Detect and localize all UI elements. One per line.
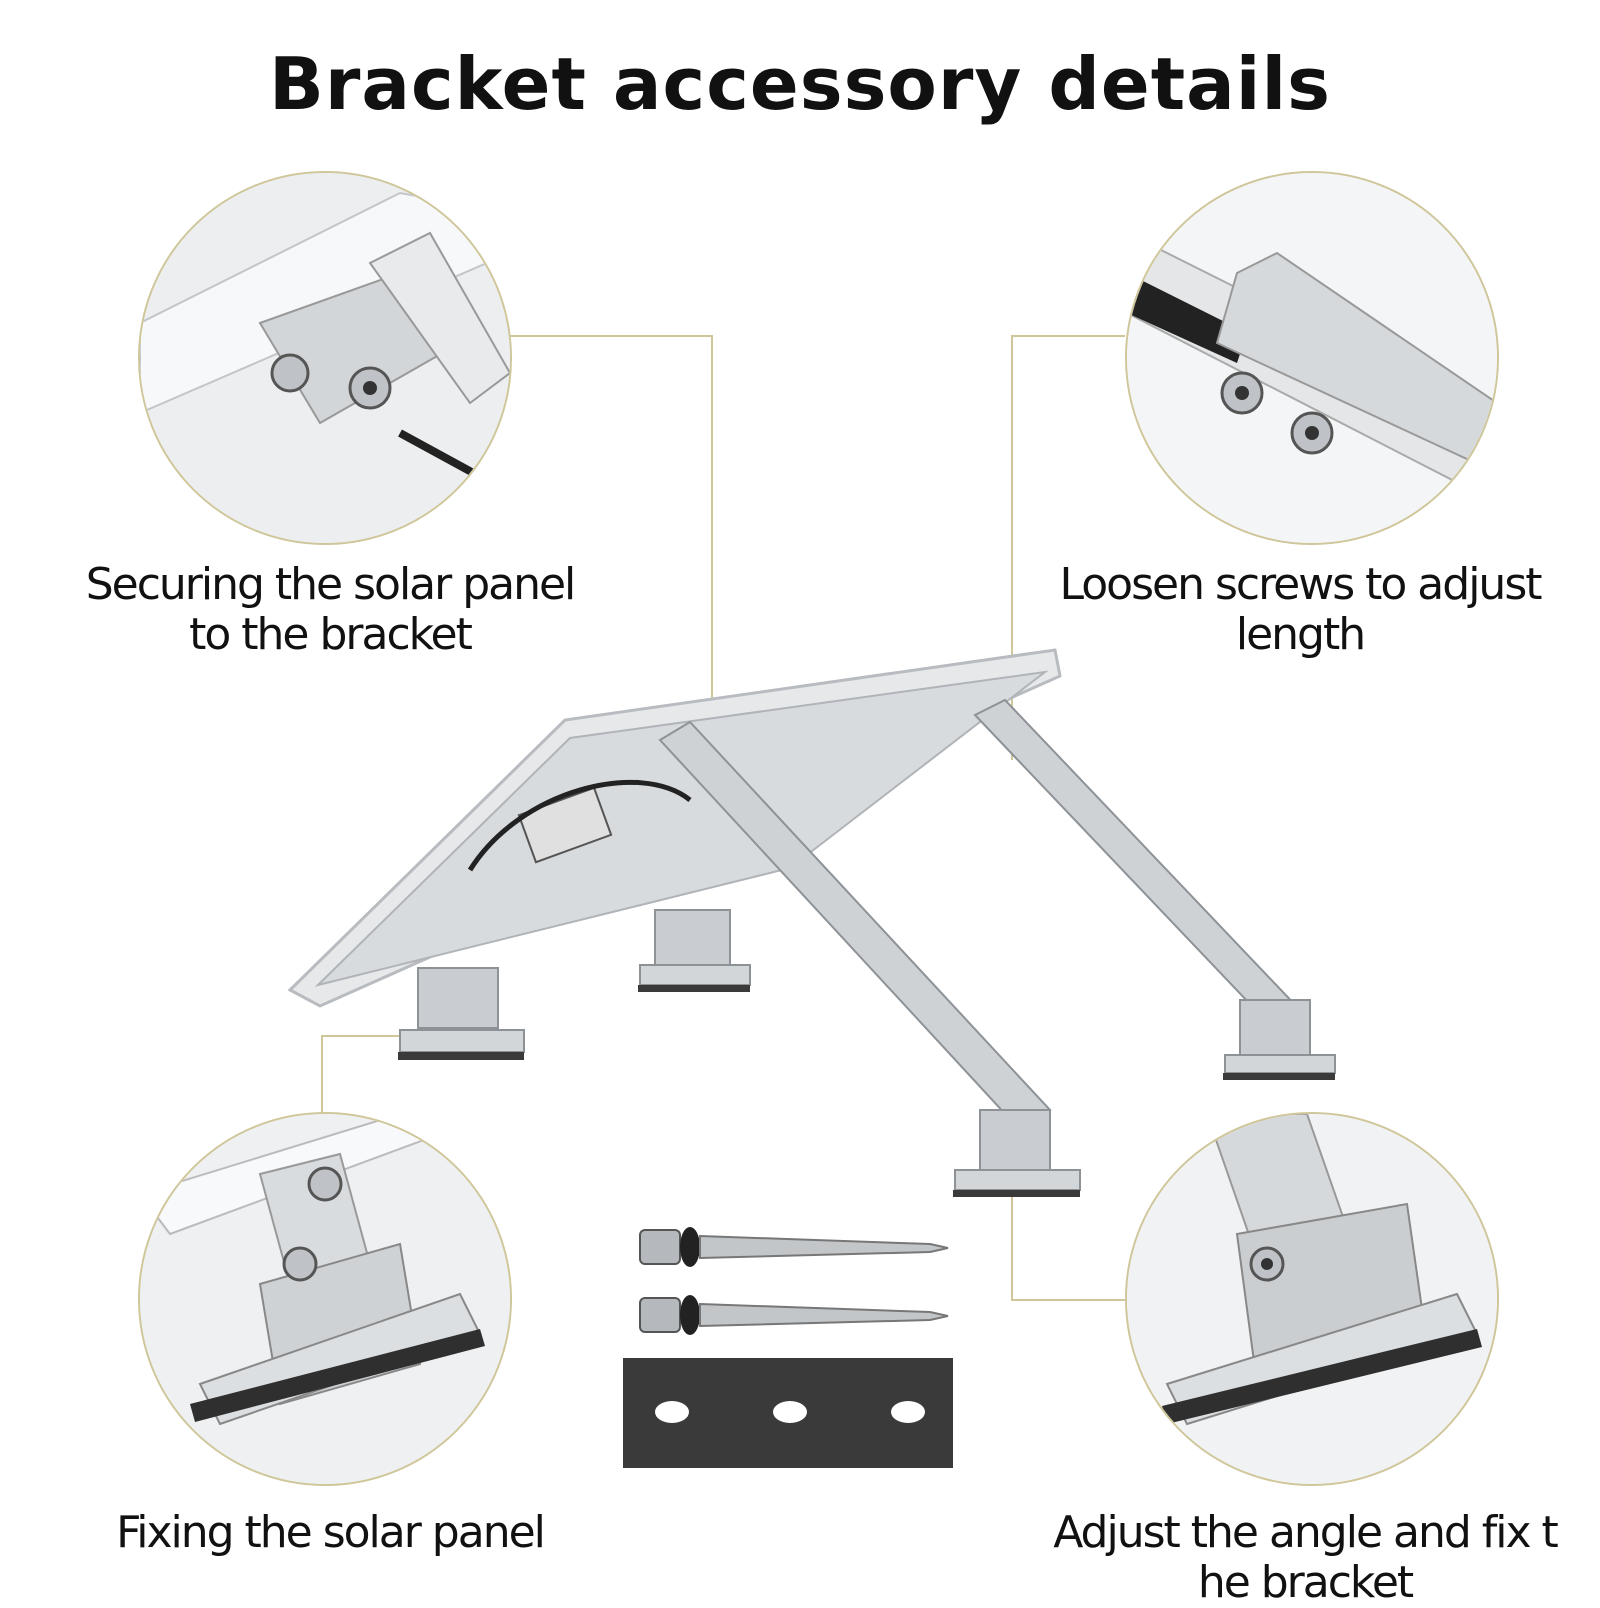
caption-fixing-panel: Fixing the solar panel [80, 1508, 580, 1558]
front-foot-right [638, 909, 751, 992]
caption-line: to the bracket [189, 609, 473, 660]
detail-circle-length-adjust [1125, 171, 1499, 545]
caption-line: Fixing the solar panel [116, 1507, 546, 1558]
page-title: Bracket accessory details [269, 42, 1331, 126]
leader-line-top-left [508, 335, 713, 760]
detail-circle-panel-fixing [138, 1112, 512, 1486]
detail-circle-panel-clamp [138, 171, 512, 545]
screw-bottom [639, 1295, 949, 1335]
caption-line: Adjust the angle and fix t [1053, 1507, 1559, 1558]
caption-line: he bracket [1197, 1557, 1414, 1608]
screw-top [639, 1227, 949, 1267]
panel-cable [467, 779, 692, 872]
caption-adjust-angle: Adjust the angle and fix t he bracket [1040, 1508, 1570, 1608]
caption-loosen-screws: Loosen screws to adjust length [1050, 560, 1550, 660]
caption-line: Loosen screws to adjust [1059, 559, 1543, 610]
panel-back [314, 670, 1049, 987]
caption-securing-panel: Securing the solar panel to the bracket [80, 560, 580, 660]
caption-line: length [1235, 609, 1366, 660]
front-foot-left [398, 967, 525, 1060]
detail-circle-angle-adjust [1125, 1112, 1499, 1486]
junction-box [517, 786, 613, 864]
rear-foot-left [953, 1109, 1081, 1197]
leader-line-top-right [1011, 335, 1125, 760]
leader-line-bottom-right [1011, 1190, 1125, 1301]
caption-line: Securing the solar panel [85, 559, 577, 610]
rear-foot-right [1223, 999, 1336, 1080]
support-leg-right [973, 698, 1302, 1027]
rubber-pad [623, 1358, 953, 1468]
